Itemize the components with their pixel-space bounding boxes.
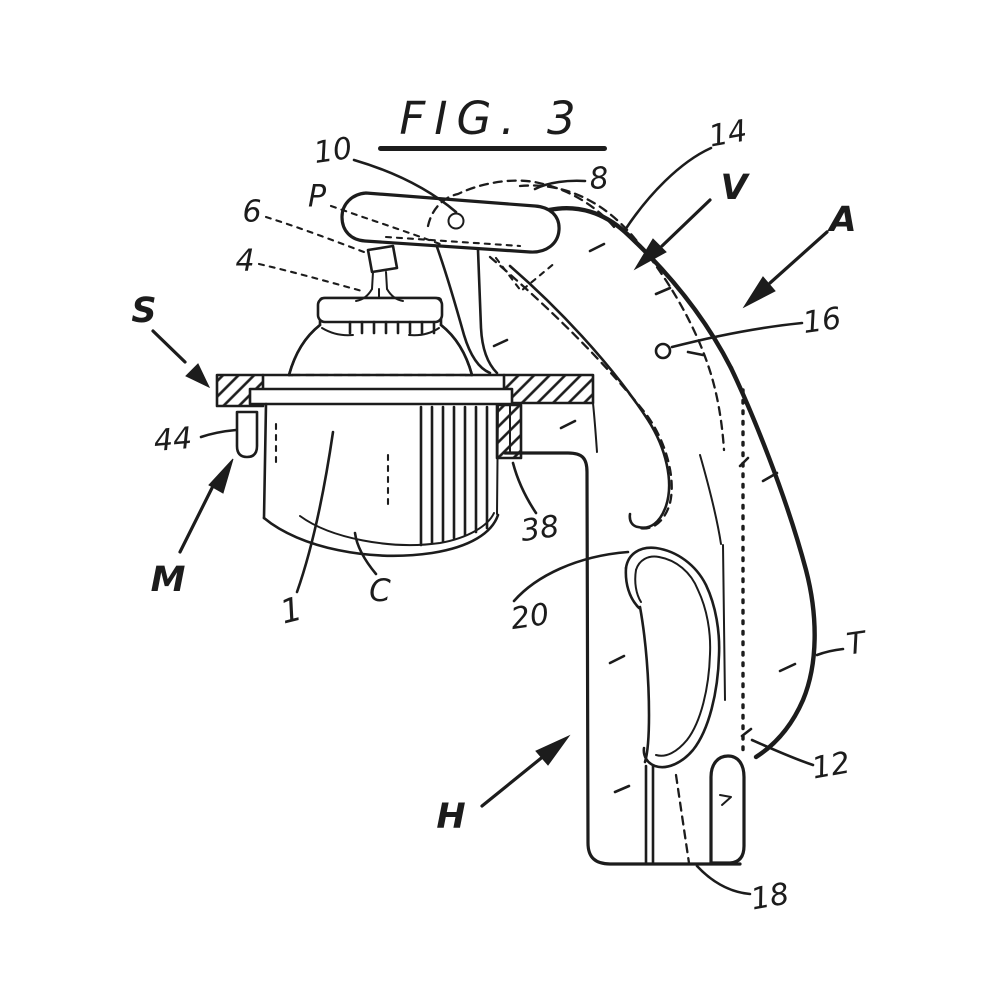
ref-label-18: 18 [748,876,792,918]
leader-20 [512,550,630,603]
leader-8 [533,179,587,191]
ref-label-V: V [720,168,748,208]
actuator-lever [340,191,561,254]
leader-16 [670,321,804,349]
figure-title: FIG. 3 [399,92,585,145]
arrow-V [633,198,712,271]
arrow-A [742,230,829,309]
flange-ring [248,387,514,406]
leader-C [353,531,378,576]
leader-38 [511,461,538,515]
ref-label-S: S [131,291,157,331]
flow-ticks [492,242,797,794]
leader-1 [295,430,335,594]
leader-4 [257,262,364,293]
leader-T [815,647,845,657]
canister [287,296,474,377]
leader-18 [695,864,752,896]
hole-16 [654,342,672,360]
kidney-slot [624,546,721,769]
arrow-S [151,329,211,389]
leader-44 [199,428,238,439]
ref-label-16: 16 [800,301,844,341]
valve-stem [355,244,404,302]
leader-12 [750,738,815,767]
housing-arc [518,184,817,760]
ref-label-12: 12 [809,745,853,787]
ref-label-6: 6 [242,194,262,230]
ref-label-P: P [307,179,327,215]
ref-label-H: H [436,797,466,837]
air-channel [435,245,722,545]
leader-lines [199,146,845,896]
inner-strip-18 [709,754,746,865]
leader-6 [264,215,366,254]
leader-10 [352,158,458,214]
title-underline [378,146,607,151]
ref-label-44: 44 [152,420,194,460]
ref-label-10: 10 [311,131,355,171]
arrow-M [178,458,234,554]
arrow-H [480,734,571,808]
direction-arrows [151,198,829,808]
leader-P [329,204,442,246]
cap-ticks [348,320,436,335]
leader-14 [623,146,713,232]
cup-shading [419,405,489,547]
pivot-hole [447,212,465,230]
mouthpiece-tube [503,451,746,866]
canister-cup [262,402,500,557]
ref-label-4: 4 [235,243,255,279]
retainer-tab-44 [235,410,259,459]
ref-label-20: 20 [508,597,552,637]
ref-label-M: M [150,560,186,600]
ref-label-A: A [829,200,857,240]
ref-label-14: 14 [706,113,750,155]
ref-label-8: 8 [587,160,611,198]
ref-label-38: 38 [518,509,562,549]
spacer-block-38 [495,402,598,460]
ref-label-C: C [369,573,391,609]
